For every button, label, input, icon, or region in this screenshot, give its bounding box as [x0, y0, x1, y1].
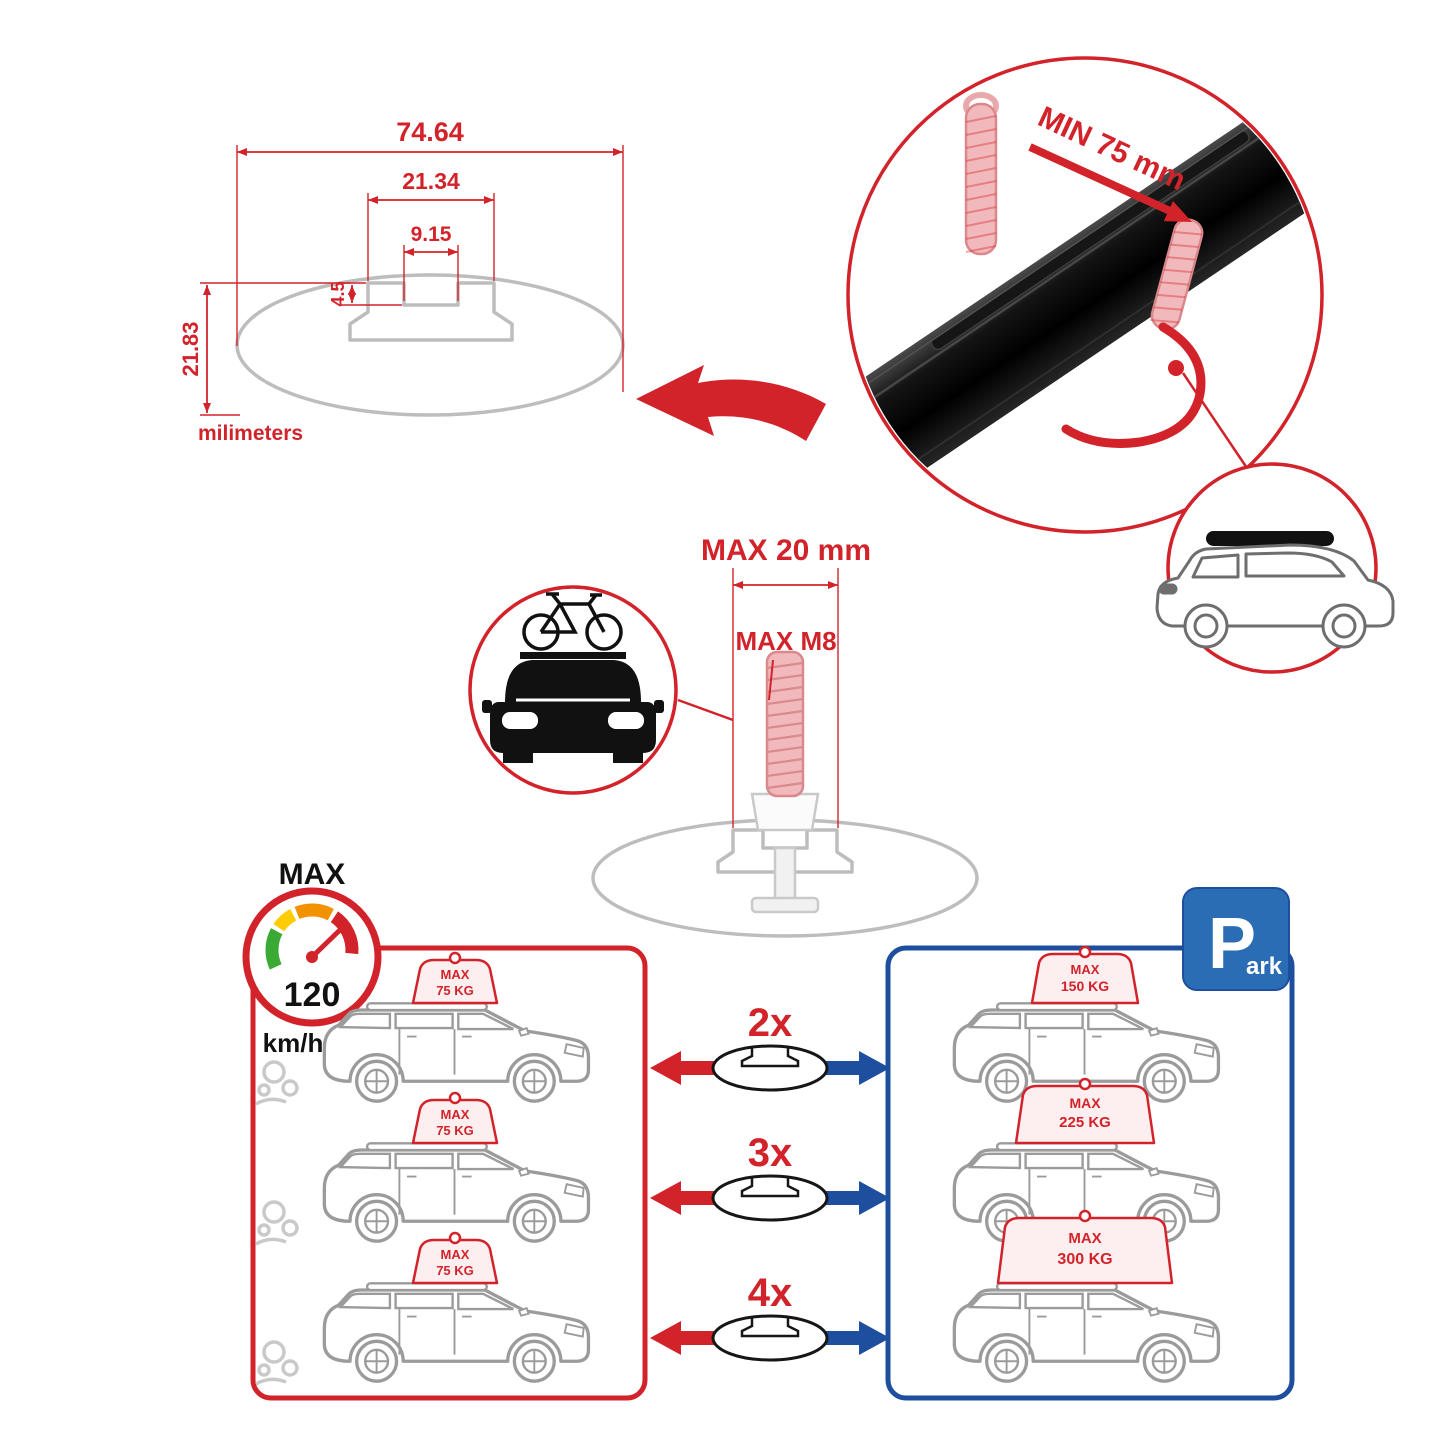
bag-weight-label: 225 KG — [1059, 1114, 1111, 1131]
capacity-section: P ark MAX 120 km/h MAX — [242, 858, 1295, 1401]
park-sign: P ark — [1182, 887, 1290, 991]
speed-unit: km/h — [263, 1028, 324, 1058]
detail-connector-line — [1181, 372, 1253, 475]
park-sign-letter: P — [1208, 904, 1256, 984]
bag-weight-label: 75 KG — [436, 1263, 474, 1278]
bike-car-badge — [468, 585, 678, 795]
bag-max-label: MAX — [1068, 1230, 1101, 1247]
left-arrow-icon — [650, 1321, 716, 1355]
crossbar-section-icon — [711, 1044, 829, 1092]
min-span-arrowhead — [1163, 201, 1192, 222]
crossbar-channel-outline — [348, 281, 514, 342]
bolt-thread-icon — [765, 650, 805, 798]
min-span-arrow — [1028, 143, 1172, 215]
gauge-needle — [309, 925, 345, 960]
roofbox-car-badge — [1155, 462, 1395, 674]
thread-leader-line — [768, 659, 774, 701]
bag-max-label: MAX — [1071, 962, 1100, 977]
right-arrow-icon — [824, 1051, 890, 1085]
cargo-bag: MAX 225 KG — [1014, 1077, 1156, 1145]
bag-max-label: MAX — [441, 1107, 470, 1122]
dim-width-slot-label: 9.15 — [411, 223, 452, 246]
speed-value: 120 — [284, 976, 341, 1014]
cargo-bag: MAX 150 KG — [1030, 945, 1140, 1005]
left-arrow-icon — [650, 1051, 716, 1085]
bike-icon — [522, 592, 623, 651]
bolt-inner-shaft — [773, 846, 797, 902]
hook-bolt-left-icon — [963, 92, 999, 256]
cargo-bag: MAX 75 KG — [411, 951, 499, 1005]
multiplier-label: 3x — [748, 1131, 793, 1175]
clamp-pivot-dot — [1168, 360, 1184, 376]
badge-connector-line — [677, 698, 734, 722]
multiplier-row: 4x — [650, 1271, 890, 1362]
clamp-strap-icon — [1061, 322, 1206, 448]
left-arrow-icon — [650, 1181, 716, 1215]
bag-max-label: MAX — [441, 1247, 470, 1262]
dim-width-channel-label: 21.34 — [402, 168, 460, 194]
dim-width-total-label: 74.64 — [396, 117, 464, 147]
park-sign-rest: ark — [1246, 953, 1283, 980]
pointer-arrow — [636, 365, 826, 441]
suv-with-roofbox-icon — [1155, 531, 1395, 649]
right-arrow-icon — [824, 1181, 890, 1215]
multiplier-row: 2x — [650, 1001, 890, 1092]
bag-weight-label: 75 KG — [436, 983, 474, 998]
max-thread-label: MAX M8 — [735, 626, 836, 656]
multiplier-label: 4x — [748, 1271, 793, 1315]
car-front-icon — [482, 652, 664, 763]
bolt-head — [750, 792, 820, 832]
crossbar-3d-detail: MIN 75 mm — [846, 56, 1324, 534]
bag-weight-label: 300 KG — [1057, 1251, 1112, 1268]
dim-depth-step-label: 4.5 — [328, 281, 348, 306]
bag-weight-label: 150 KG — [1061, 978, 1109, 994]
bag-max-label: MAX — [1069, 1095, 1101, 1111]
bag-weight-label: 75 KG — [436, 1123, 474, 1138]
max-length-label: MAX 20 mm — [701, 534, 871, 567]
dim-height-total-label: 21.83 — [178, 321, 203, 376]
crossbar-profile-outline — [235, 273, 625, 417]
crossbar-section-icon — [711, 1314, 829, 1362]
cargo-bag: MAX 75 KG — [411, 1231, 499, 1285]
speed-max-label: MAX — [279, 858, 346, 891]
right-arrow-icon — [824, 1321, 890, 1355]
speed-limit-gauge: MAX 120 km/h — [242, 858, 382, 1058]
multiplier-label: 2x — [748, 1001, 793, 1045]
crossbar-section-icon — [711, 1174, 829, 1222]
bolt-t-foot — [750, 896, 820, 914]
units-label: milimeters — [198, 422, 303, 445]
cargo-bag: MAX 300 KG — [996, 1209, 1174, 1285]
bolt-dimension-diagram: MAX 20 mm MAX M8 — [591, 534, 979, 938]
bag-max-label: MAX — [441, 967, 470, 982]
profile-dimension-drawing: 74.64 21.34 9.15 4.5 21.83 milimeters — [178, 117, 826, 445]
cargo-bag: MAX 75 KG — [411, 1091, 499, 1145]
multiplier-row: 3x — [650, 1131, 890, 1222]
